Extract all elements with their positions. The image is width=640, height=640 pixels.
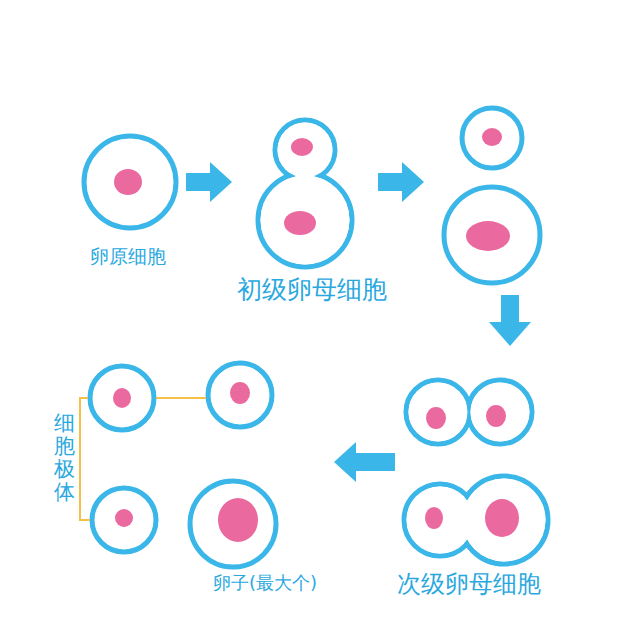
cell-fill	[261, 176, 350, 265]
cell-outline	[90, 366, 154, 430]
nucleus	[113, 388, 131, 408]
stage-arrow	[489, 295, 531, 346]
cell-fill	[471, 383, 530, 442]
cell-stage: 初级卵母细胞	[232, 105, 392, 307]
cell-outline	[460, 476, 548, 564]
nucleus	[230, 382, 250, 404]
cell-outline	[190, 481, 276, 567]
nucleus	[284, 211, 316, 235]
cell-outline	[275, 120, 335, 180]
nucleus	[425, 507, 443, 529]
nucleus	[486, 405, 506, 427]
cell-stage: 卵子(最大个)	[86, 360, 334, 600]
nucleus	[114, 169, 142, 195]
cell-stage: 次级卵母细胞	[395, 370, 560, 601]
stage-label: 初级卵母细胞	[237, 275, 387, 305]
polar-body-bracket	[80, 398, 206, 520]
cell-outline	[468, 380, 532, 444]
stage-label: 卵子(最大个)	[213, 572, 317, 594]
nucleus	[482, 128, 502, 146]
cell-outline	[84, 136, 176, 228]
cell-outline	[92, 488, 156, 552]
nucleus	[291, 138, 313, 156]
stage-arrow	[334, 442, 395, 482]
stage-arrow	[186, 162, 232, 202]
cell-outline	[406, 380, 470, 444]
nucleus	[218, 498, 258, 542]
cell-fill	[278, 123, 333, 178]
cell-fill	[463, 479, 546, 562]
nucleus	[115, 509, 133, 527]
stage-label: 次级卵母细胞	[397, 570, 541, 599]
nucleus	[466, 221, 510, 251]
cell-outline	[208, 363, 272, 427]
group-label: 细胞极体	[54, 412, 75, 504]
cell-outline	[444, 187, 540, 283]
nucleus	[426, 407, 446, 429]
cell-outline	[258, 173, 352, 267]
cell-fill	[409, 383, 468, 442]
cell-stage: 卵原细胞	[80, 130, 186, 275]
nucleus	[485, 499, 519, 537]
cell-outline	[462, 108, 522, 168]
stage-arrow	[378, 162, 424, 202]
stage-label: 卵原细胞	[90, 245, 166, 268]
